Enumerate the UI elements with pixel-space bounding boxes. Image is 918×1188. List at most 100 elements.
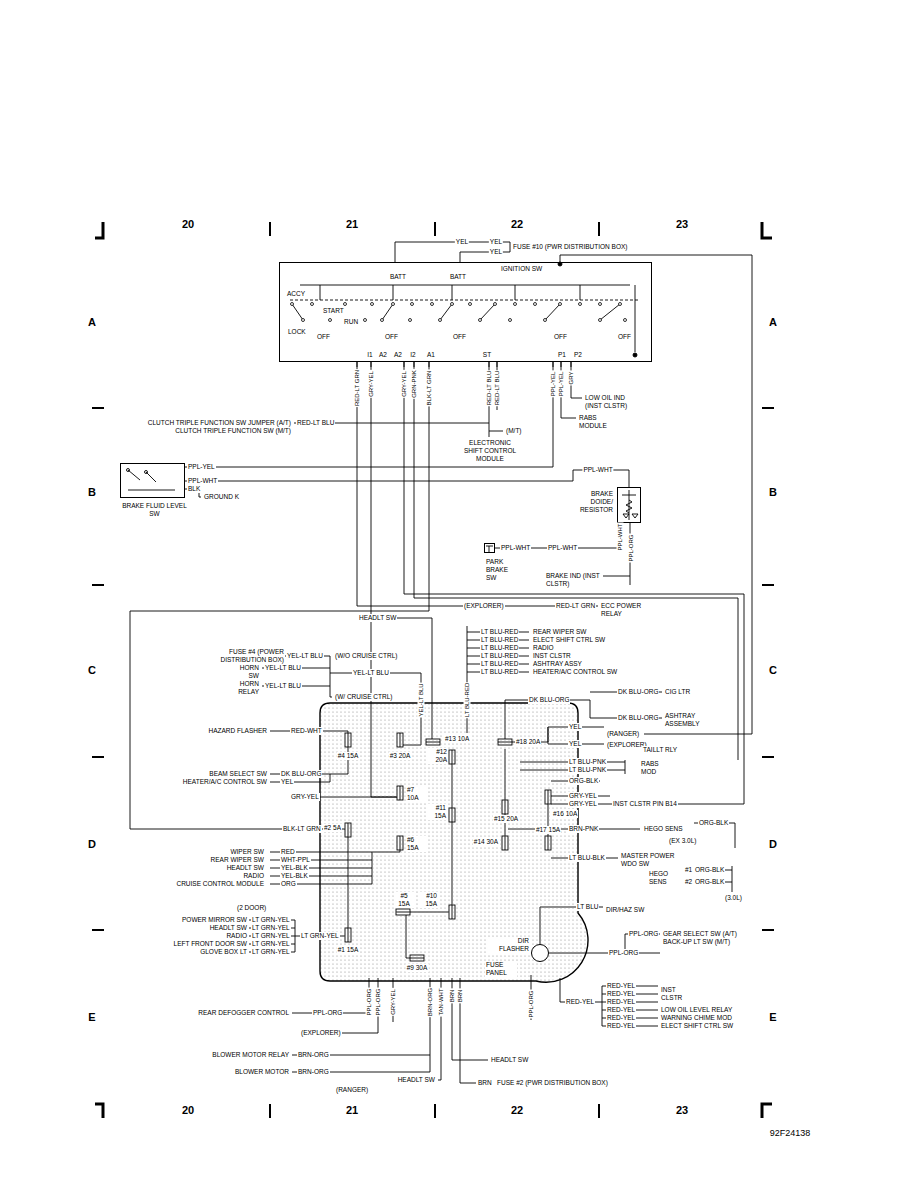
wire-label: WARNING CHIME MOD [660,1014,733,1022]
wire-label: YEL [489,238,503,246]
wire-label: LT GRN-YEL [251,932,291,940]
wire-label: RED-YEL [606,998,636,1006]
wire-label: FUSE #2 (PWR DISTRIBUTION BOX) [496,1079,609,1087]
wire-label: 20 [181,218,195,230]
wire-label: HORN SW [232,664,260,680]
wire-label: BLK [187,485,201,493]
wire-label: HEATER/A/C CONTROL SW [182,778,268,786]
wire-label: RED-LT BLU [296,419,335,427]
wire-label: BLOWER MOTOR [234,1068,290,1076]
switch-contact [599,303,602,306]
switch-contact [409,319,412,322]
wire-label: PPL-ORG [366,987,373,1016]
wire-label: GLOVE BOX LT [199,948,248,956]
wire-label: PPL-ORG [628,930,659,938]
wire-label: LT BLU-RED [480,652,519,660]
wire-label: ORG [280,880,297,888]
wire-label: PPL-YEL [550,371,557,398]
wire-label: HEGO SENS [643,825,684,833]
wire-label: CLUTCH TRIPLE FUNCTION SW (M/T) [174,427,292,435]
wire-label: C [87,664,97,676]
wire-label: HEADLT SW [397,1076,436,1084]
wire-label: REAR WIPER SW [210,856,265,864]
switch-contact [291,303,294,306]
wire-label: HAZARD FLASHER [207,727,268,735]
wire-label: REAR DEFOGGER CONTROL [197,1009,290,1017]
switch-box: PARK BRAKE SW [484,543,495,553]
wire [292,978,430,1072]
wire-label: E [87,1011,96,1023]
wire-label: GEAR SELECT SW (A/T) BACK-UP LT SW (M/T) [662,930,744,946]
wire-label: 23 [675,1104,689,1116]
wire-label: PPL-WHT [187,477,218,485]
panel-outline [320,703,590,993]
wire-label: LT GRN-YEL [251,916,291,924]
wire-label: A2 [378,351,388,359]
wire-label: ELECTRONIC SHIFT CONTROL MODULE [459,439,521,463]
wire-label: PPL-ORG [528,989,535,1018]
wire-label: RED-LT BLU [486,370,493,406]
wire-label: INST CLSTR [660,986,692,1002]
wire-label: #7 10A [406,786,426,802]
wire-label: LOW OIL IND (INST CLSTR) [584,394,638,410]
node-text: IGNITION SW [500,265,543,273]
switch-contact [411,303,414,306]
wire-label: LT GRN-YEL [251,940,291,948]
wire-label: GRY-YEL [568,792,598,800]
wire-label: RED-LT GRN [555,602,596,610]
wire-label: YEL [280,778,294,786]
wire-label: HEGO SENS [648,870,674,886]
wire-label: (W/ CRUISE CTRL) [334,693,393,701]
wire-label: PPL-WHT [500,544,531,552]
wire-label: BRAKE IND (INST CLSTR) [545,572,603,588]
wire-label: RED-YEL [565,998,595,1006]
switch-internals [635,285,636,352]
wire-label: #9 30A [406,964,429,972]
wire-label: #2 5A [323,824,342,832]
wire-label: ORG-BLK [568,777,599,785]
switch-contact [392,303,395,306]
wire-label: CIG LTR [664,688,691,696]
switch-contact [311,303,314,306]
wire-label: TAN-WHT [438,987,445,1016]
wire-label: GRY-YEL [390,988,397,1016]
wire-label: TAILLT RLY [642,746,678,754]
switch-contact [599,319,602,322]
switch-contact [534,303,537,306]
wire-label: HORN RELAY [230,680,260,696]
wire-label: HEADLT SW [358,614,397,622]
switch-symbol [145,471,148,474]
wire-label: BRN-ORG [297,1068,330,1076]
wire-label: (3.0L) [724,894,743,902]
wire-label: YEL [568,740,582,748]
wire-label: ACCY [286,290,306,298]
switch-contact [364,319,367,322]
switch-symbol [486,546,493,552]
switch-internals [320,285,580,300]
wire-label: A1 [426,351,436,359]
wire-label: A [87,316,97,328]
wire-label: GRY-YEL [568,800,598,808]
wire-label: ASHTRAY ASSEMBLY [664,712,708,728]
switch-internals [290,262,640,367]
switch-contact [451,303,454,306]
wire [438,978,488,1083]
wire-label: GRY-YEL [368,370,375,398]
wire-label: RED [280,848,296,856]
wire-label: 23 [675,218,689,230]
node-text: PARK BRAKE SW [485,558,519,582]
frame-mark [762,222,772,238]
switch-internals [633,353,637,357]
wire-label: ORG-BLK [694,878,725,886]
wire-label: LT GRN-YEL [251,924,291,932]
wire-label: BLOWER MOTOR RELAY [211,1051,290,1059]
wire-label: 22 [510,218,524,230]
wire-label: FUSE #4 (POWER DISTRIBUTION BOX) [207,648,285,664]
wire-label: RABS MODULE [578,414,614,430]
switch-contact [381,319,384,322]
wire-label: D [768,838,778,850]
wire-label: LT BLU-PNK [568,758,607,766]
wire [560,978,658,1026]
wire-label: MASTER POWER WDO SW [620,852,680,868]
